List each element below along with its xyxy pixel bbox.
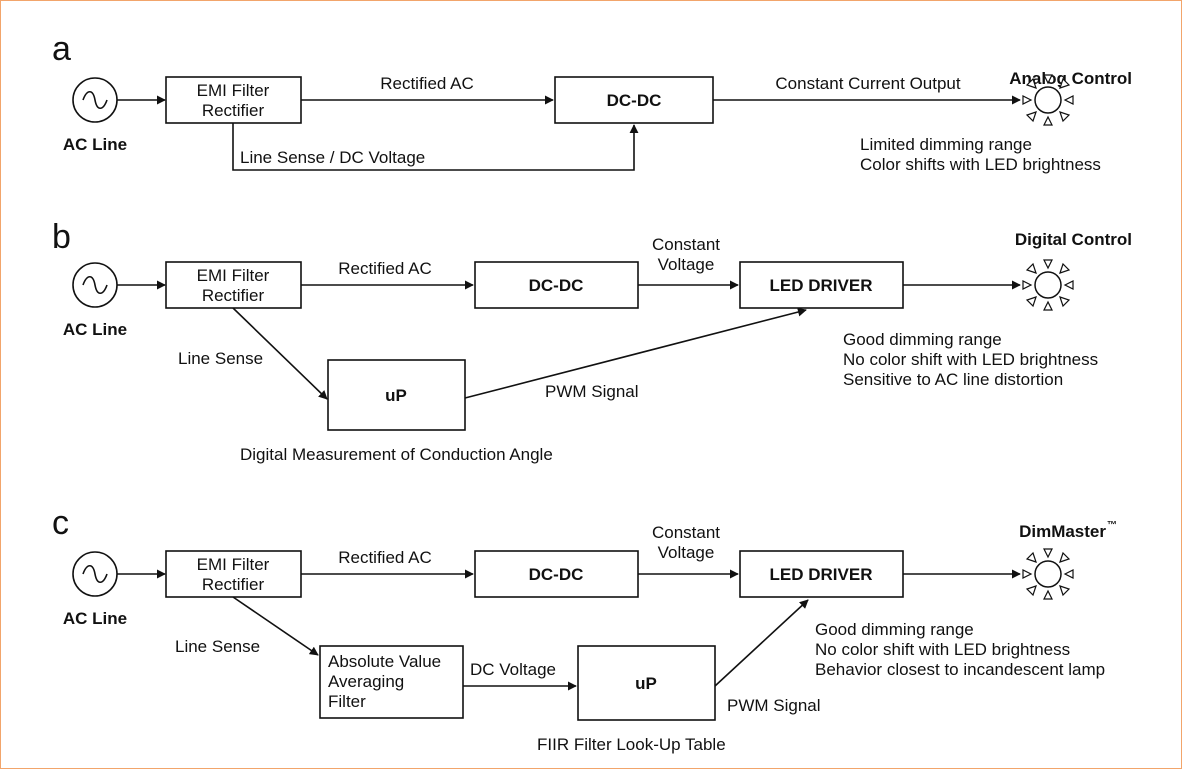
- box-label: Rectifier: [202, 575, 265, 594]
- caption: FIIR Filter Look-Up Table: [537, 735, 726, 754]
- panel-title: Digital Control: [1015, 230, 1132, 249]
- led-lamp-icon: [1022, 259, 1074, 311]
- box-label: EMI Filter: [197, 266, 270, 285]
- signal-label: Constant: [652, 523, 720, 542]
- signal-label: Rectified AC: [338, 548, 432, 567]
- note-line: Limited dimming range: [860, 135, 1032, 154]
- box-label: LED DRIVER: [770, 565, 873, 584]
- signal-label: PWM Signal: [727, 696, 821, 715]
- box-label: LED DRIVER: [770, 276, 873, 295]
- panel-title: Analog Control: [1009, 69, 1132, 88]
- panel-title: DimMaster: [1019, 522, 1106, 541]
- note-line: Good dimming range: [843, 330, 1002, 349]
- note-line: Behavior closest to incandescent lamp: [815, 660, 1105, 679]
- note-line: No color shift with LED brightness: [843, 350, 1098, 369]
- signal-label: Rectified AC: [380, 74, 474, 93]
- ac-source-icon: [72, 262, 118, 308]
- led-driver-box: [739, 261, 904, 309]
- signal-label: Voltage: [658, 255, 715, 274]
- microprocessor-box: [327, 359, 466, 431]
- led-lamp-icon: [1022, 548, 1074, 600]
- note-line: No color shift with LED brightness: [815, 640, 1070, 659]
- led-driver-box: [739, 550, 904, 598]
- box-label: EMI Filter: [197, 81, 270, 100]
- box-label: Absolute Value: [328, 652, 441, 671]
- box-label: uP: [635, 674, 657, 693]
- caption: Digital Measurement of Conduction Angle: [240, 445, 553, 464]
- panel-a: a Analog Control AC Line EMI Filter Rect…: [52, 30, 1132, 174]
- box-label: DC-DC: [529, 276, 584, 295]
- panel-b: b Digital Control AC Line EMI Filter Rec…: [52, 218, 1132, 464]
- signal-label: Constant: [652, 235, 720, 254]
- panel-letter: a: [52, 30, 71, 68]
- averaging-filter-box: [319, 645, 464, 719]
- wire: [464, 307, 807, 399]
- box-label: Averaging: [328, 672, 404, 691]
- note-line: Good dimming range: [815, 620, 974, 639]
- microprocessor-box: [577, 645, 716, 721]
- box-label: Rectifier: [202, 286, 265, 305]
- emi-filter-rectifier-box: [165, 550, 302, 598]
- ac-source-icon: [72, 77, 118, 123]
- box-label: EMI Filter: [197, 555, 270, 574]
- signal-label: Rectified AC: [338, 259, 432, 278]
- box-label: Filter: [328, 692, 366, 711]
- wire: [232, 307, 328, 400]
- trademark-mark: ™: [1107, 520, 1117, 531]
- note-line: Color shifts with LED brightness: [860, 155, 1101, 174]
- dc-dc-box: [554, 76, 714, 124]
- signal-label: Line Sense: [178, 349, 263, 368]
- ac-line-label: AC Line: [63, 135, 127, 154]
- dc-dc-box: [474, 261, 639, 309]
- signal-label: PWM Signal: [545, 382, 639, 401]
- note-line: Sensitive to AC line distortion: [843, 370, 1063, 389]
- wire: [232, 596, 319, 656]
- box-label: Rectifier: [202, 101, 265, 120]
- box-label: DC-DC: [529, 565, 584, 584]
- signal-label: DC Voltage: [470, 660, 556, 679]
- dc-dc-box: [474, 550, 639, 598]
- ac-line-label: AC Line: [63, 320, 127, 339]
- panel-c: c DimMaster ™ AC Line EMI Filter Rectifi…: [52, 504, 1117, 754]
- ac-source-icon: [72, 551, 118, 597]
- signal-label: Line Sense: [175, 637, 260, 656]
- panel-letter: c: [52, 504, 69, 542]
- wire: [714, 599, 809, 687]
- panel-letter: b: [52, 218, 71, 256]
- ac-line-label: AC Line: [63, 609, 127, 628]
- emi-filter-rectifier-box: [165, 76, 302, 124]
- signal-label: Constant Current Output: [775, 74, 960, 93]
- signal-label: Voltage: [658, 543, 715, 562]
- led-lamp-icon: [1022, 74, 1074, 126]
- signal-label: Line Sense / DC Voltage: [240, 148, 425, 167]
- wire: [232, 123, 639, 171]
- box-label: uP: [385, 386, 407, 405]
- box-label: DC-DC: [607, 91, 662, 110]
